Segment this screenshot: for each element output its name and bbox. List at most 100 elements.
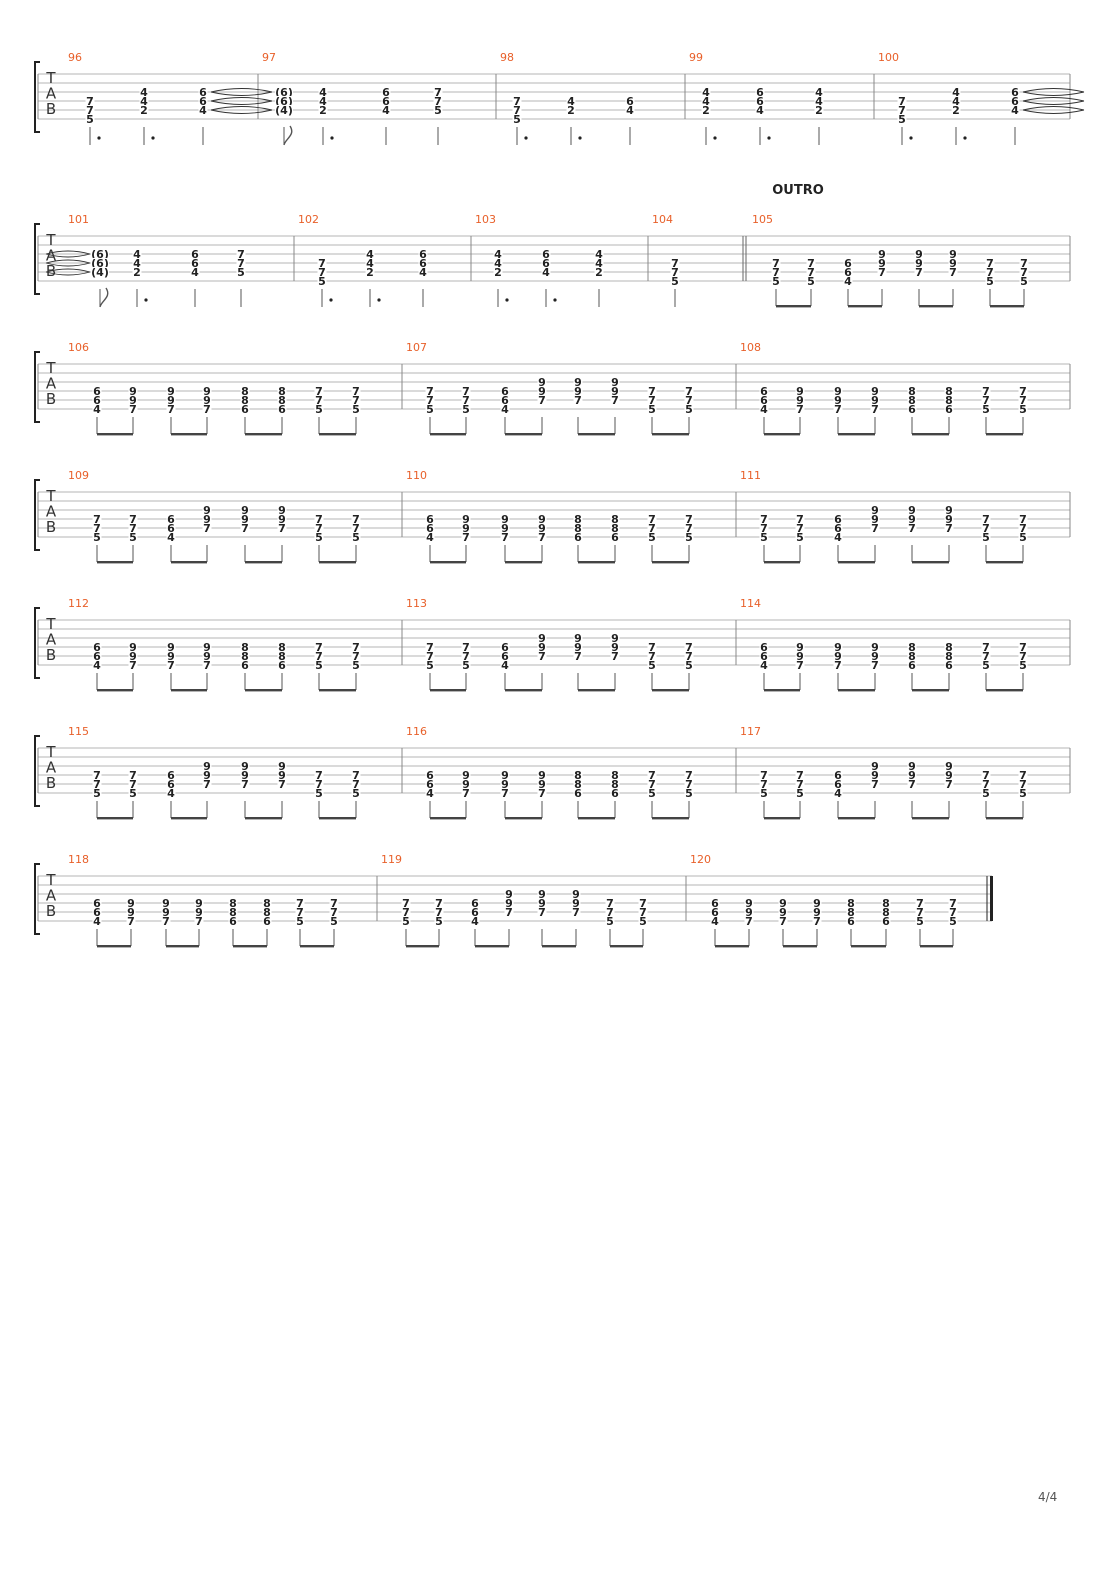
fret-number: 5	[685, 403, 693, 416]
fret-number: 8	[263, 906, 271, 919]
fret-bg	[948, 898, 958, 908]
note-chord: 664	[418, 248, 428, 307]
beam	[912, 689, 949, 692]
note-chord: 664	[759, 641, 769, 690]
fret-number: 9	[203, 385, 211, 398]
tie	[210, 106, 273, 111]
fret-bg	[128, 386, 138, 396]
fret-number: 2	[133, 266, 141, 279]
measure-number: 116	[406, 725, 427, 738]
fret-number: (6)	[91, 248, 109, 261]
note-chord: 775	[351, 513, 361, 562]
fret-number: 9	[779, 906, 787, 919]
fret-bg	[128, 651, 138, 661]
fret-bg	[573, 395, 583, 405]
fret-bg	[314, 523, 324, 533]
beam	[171, 689, 207, 692]
note-chord: 997	[944, 504, 954, 562]
fret-number: 6	[834, 522, 842, 535]
fret-number: 2	[319, 104, 327, 117]
fret-bg	[1018, 642, 1028, 652]
note-chord: 775	[1018, 513, 1028, 562]
beam	[848, 305, 882, 308]
fret-number: 7	[648, 778, 656, 791]
note-chord: 775	[684, 641, 694, 690]
fret-bg	[329, 907, 339, 917]
fret-number: 7	[513, 95, 521, 108]
fret-bg	[132, 267, 142, 277]
dot	[377, 298, 381, 302]
fret-bg	[401, 898, 411, 908]
fret-bg	[240, 642, 250, 652]
fret-number: 6	[471, 897, 479, 910]
fret-bg	[537, 898, 547, 908]
fret-bg	[684, 770, 694, 780]
fret-number: 5	[648, 787, 656, 800]
fret-number: 7	[574, 394, 582, 407]
fret-number: 6	[760, 385, 768, 398]
fret-number: 7	[982, 641, 990, 654]
fret-bg	[128, 395, 138, 405]
fret-bg	[944, 651, 954, 661]
note-chord: 997	[537, 376, 547, 434]
fret-number: 9	[945, 769, 953, 782]
fret-bg	[914, 249, 924, 259]
beam	[919, 305, 953, 308]
fret-bg	[425, 404, 435, 414]
fret-number: 7	[501, 787, 509, 800]
fret-number: 6	[191, 248, 199, 261]
note-chord: 775	[351, 769, 361, 818]
tab-clef-letter: B	[46, 390, 56, 408]
note-chord: 664	[541, 248, 557, 307]
fret-number: 7	[648, 650, 656, 663]
note-chord: 775	[638, 897, 648, 946]
fret-bg	[833, 404, 843, 414]
fret-bg	[425, 532, 435, 542]
note-chord: 442	[318, 86, 334, 145]
note-chord: 886	[907, 641, 917, 690]
beam	[97, 433, 133, 436]
tie	[210, 88, 273, 93]
fret-bg	[126, 907, 136, 917]
fret-number: 9	[462, 513, 470, 526]
tie	[1022, 106, 1085, 111]
note-chord: 997	[812, 897, 822, 946]
fret-bg	[537, 788, 547, 798]
fret-bg	[202, 505, 212, 515]
fret-number: 6	[847, 915, 855, 928]
tab-clef-letter: T	[45, 871, 56, 889]
fret-number: 4	[494, 248, 502, 261]
tab-system: TAB1126649979979978868867757751137757756…	[34, 597, 1071, 692]
fret-number: 7	[435, 897, 443, 910]
fret-bg	[461, 779, 471, 789]
fret-number: 9	[127, 897, 135, 910]
section-label: OUTRO	[772, 183, 824, 198]
note-chord: 442	[132, 248, 148, 307]
fret-bg	[351, 523, 361, 533]
beam	[430, 561, 466, 564]
fret-number: 6	[542, 248, 550, 261]
fret-number: 9	[574, 632, 582, 645]
fret-bg	[295, 907, 305, 917]
fret-number: 9	[538, 769, 546, 782]
measure-number: 115	[68, 725, 89, 738]
fret-bg	[684, 779, 694, 789]
note-chord: 997	[461, 513, 471, 562]
fret-number: 7	[203, 522, 211, 535]
fret-number: 9	[505, 897, 513, 910]
fret-bg	[944, 386, 954, 396]
fret-number: 5	[315, 531, 323, 544]
fret-number: 7	[330, 897, 338, 910]
fret-number: 7	[462, 385, 470, 398]
tab-system: TAB1186649979979978868867757751197757756…	[34, 853, 993, 948]
fret-bg	[365, 249, 375, 259]
fret-bg	[202, 651, 212, 661]
fret-number: 4	[702, 86, 710, 99]
fret-bg	[537, 377, 547, 387]
fret-number: 7	[435, 906, 443, 919]
note-chord: 442	[365, 248, 381, 307]
fret-number: 7	[129, 778, 137, 791]
